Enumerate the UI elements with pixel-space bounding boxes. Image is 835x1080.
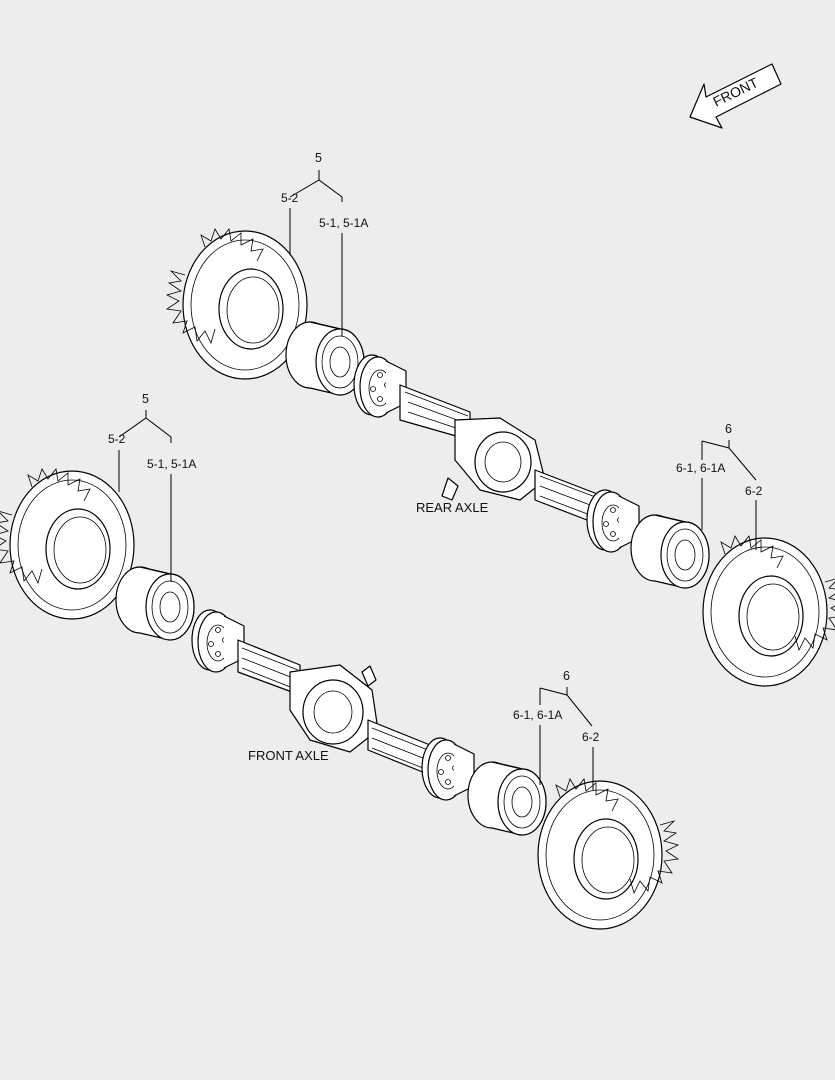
callout-tire-6-2: 6-2 [582, 730, 600, 744]
callout-group-5: 5 [315, 151, 322, 165]
front-right-rim [467, 761, 547, 836]
front-right-callout: 6 6-1, 6-1A 6-2 [513, 669, 600, 790]
rear-axle-housing [353, 354, 640, 553]
callout-rim-6-1: 6-1, 6-1A [513, 708, 562, 722]
front-axle-housing [191, 609, 475, 801]
front-arrow-icon: FRONT [689, 63, 782, 129]
rear-left-tire [165, 228, 308, 380]
front-axle-assembly: FRONT AXLE [0, 468, 680, 930]
callout-rim-6-1: 6-1, 6-1A [676, 461, 725, 475]
rear-right-tire [702, 535, 835, 687]
callout-group-6: 6 [563, 669, 570, 683]
front-left-rim [115, 566, 195, 641]
front-left-tire [0, 468, 135, 620]
rear-right-rim [630, 514, 710, 589]
rear-right-callout: 6 6-1, 6-1A 6-2 [676, 422, 763, 550]
front-right-tire [537, 778, 680, 930]
rear-left-callout: 5 5-2 5-1, 5-1A [281, 151, 368, 336]
rear-axle-label: REAR AXLE [416, 500, 489, 515]
front-axle-label: FRONT AXLE [248, 748, 329, 763]
callout-group-5: 5 [142, 392, 149, 406]
rear-left-rim [285, 321, 365, 396]
callout-tire-5-2: 5-2 [108, 432, 126, 446]
callout-rim-5-1: 5-1, 5-1A [319, 216, 368, 230]
callout-rim-5-1: 5-1, 5-1A [147, 457, 196, 471]
callout-tire-6-2: 6-2 [745, 484, 763, 498]
callout-tire-5-2: 5-2 [281, 191, 299, 205]
rear-axle-assembly: REAR AXLE [165, 228, 835, 687]
callout-group-6: 6 [725, 422, 732, 436]
front-left-callout: 5 5-2 5-1, 5-1A [108, 392, 196, 582]
